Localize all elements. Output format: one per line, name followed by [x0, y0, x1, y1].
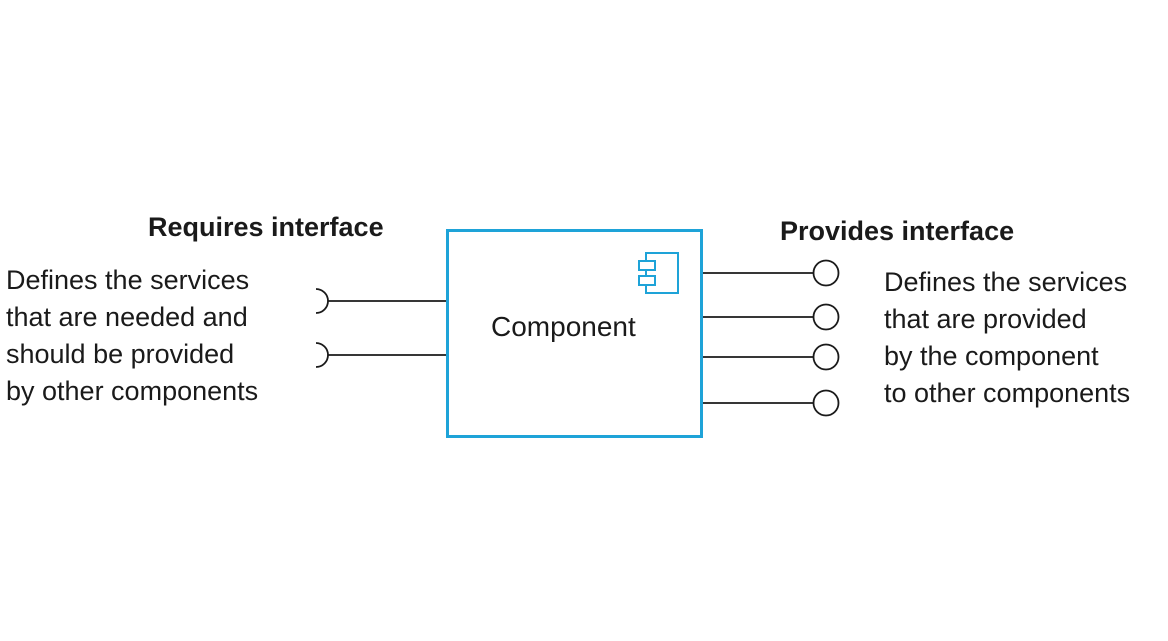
requires-description-line: by other components: [6, 376, 259, 406]
requires-connector-1: [315, 288, 446, 314]
lollipop-icon: [812, 303, 840, 331]
requires-interface-heading: Requires interface: [148, 212, 384, 242]
component-label: Component: [491, 311, 636, 342]
socket-icon: [315, 288, 329, 314]
requires-description-line: should be provided: [6, 339, 235, 369]
lollipop-icon: [812, 389, 840, 417]
lollipop-icon: [812, 259, 840, 287]
requires-connector-2: [315, 342, 446, 368]
provides-connector-2: [700, 303, 840, 331]
provides-description-line: Defines the services: [884, 267, 1128, 297]
lollipop-icon: [812, 343, 840, 371]
provides-connector-4: [700, 389, 840, 417]
provides-description-line: to other components: [884, 378, 1131, 408]
requires-interface-description: Defines the services that are needed and…: [6, 262, 258, 410]
provides-interface-description: Defines the services that are provided b…: [884, 264, 1130, 412]
provides-connector-1: [700, 259, 840, 287]
component-box: Component: [446, 229, 703, 438]
provides-interface-heading: Provides interface: [780, 216, 1015, 246]
provides-description-line: that are provided: [884, 304, 1087, 334]
socket-icon: [315, 342, 329, 368]
provides-description-line: by the component: [884, 341, 1099, 371]
requires-description-line: that are needed and: [6, 302, 248, 332]
provides-connector-3: [700, 343, 840, 371]
uml-component-icon: [638, 252, 679, 294]
requires-description-line: Defines the services: [6, 265, 250, 295]
